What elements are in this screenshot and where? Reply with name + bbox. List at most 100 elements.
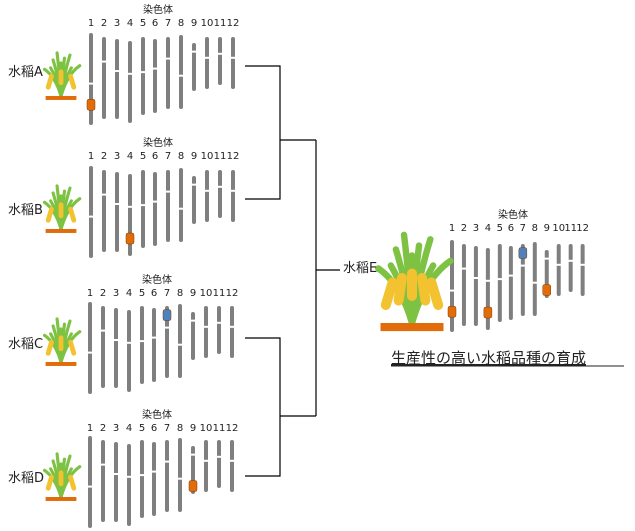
chromosome-number: 5 (140, 151, 146, 162)
centromere (127, 205, 133, 208)
chromosome-8 (179, 35, 183, 109)
centromere (177, 343, 183, 346)
chromosome-number: 9 (544, 223, 550, 234)
gene-marker-orange (86, 98, 96, 111)
rice-grain (45, 339, 54, 356)
centromere (127, 72, 133, 75)
centromere (87, 351, 93, 354)
chromosome-number: 5 (139, 288, 145, 299)
centromere (114, 203, 120, 205)
rice-grain (417, 273, 431, 306)
centromere (449, 289, 455, 292)
centromere (88, 82, 94, 85)
centromere (217, 185, 223, 188)
chromosome-12 (231, 37, 235, 89)
chromosome-10 (205, 170, 209, 222)
chromosome-1 (88, 436, 92, 528)
chromosome-header: 染色体 (498, 208, 528, 221)
centromere (191, 183, 197, 186)
centromere (178, 207, 184, 210)
chromosome-11 (217, 440, 221, 488)
chromosome-2 (101, 306, 105, 388)
chromosome-1 (450, 240, 454, 332)
rice-grain (45, 474, 54, 491)
rice-grain (68, 206, 77, 223)
chromosome-number: 12 (227, 151, 240, 162)
chromosome-number: 3 (114, 18, 120, 29)
chromosome-header: 染色体 (142, 273, 172, 286)
chromosome-number: 7 (164, 423, 170, 434)
bracket-C-D (245, 337, 281, 477)
chromosome-5 (141, 170, 145, 248)
centromere (229, 325, 235, 328)
centromere (203, 325, 209, 328)
chromosome-number: 7 (164, 288, 170, 299)
chromosome-number: 2 (101, 151, 107, 162)
chromosome-7 (165, 440, 169, 512)
centromere (532, 281, 538, 284)
centromere (126, 341, 132, 344)
chromosome-number: 5 (139, 423, 145, 434)
centromere (152, 200, 158, 203)
chromosome-5 (497, 244, 502, 322)
centromere (101, 60, 107, 63)
chromosome-number: 1 (88, 18, 94, 29)
centromere (204, 56, 210, 59)
variety-label-A: 水稲A (8, 65, 43, 80)
centromere (178, 74, 184, 77)
gene-marker-orange (125, 232, 135, 245)
rice-grain (68, 73, 77, 90)
chromosome-5 (140, 306, 144, 384)
chromosome-number: 1 (87, 288, 93, 299)
chromosome-number: 12 (226, 288, 239, 299)
chromosome-3 (473, 246, 478, 326)
chromosome-2 (102, 170, 106, 252)
centromere (139, 340, 145, 343)
chromosome-number: 11 (213, 288, 226, 299)
chromosome-8 (178, 438, 182, 512)
chromosome-11 (218, 37, 222, 85)
chromosome-number: 5 (497, 223, 503, 234)
chromosome-number: 11 (564, 223, 577, 234)
chromosome-number: 1 (87, 423, 93, 434)
chromosome-number: 9 (191, 151, 197, 162)
chromosome-12 (231, 170, 235, 222)
centromere (203, 459, 209, 462)
rice-grain (380, 277, 398, 310)
centromere (544, 257, 550, 260)
chromosome-6 (152, 308, 156, 382)
chromosome-7 (166, 170, 170, 242)
chromosome-number: 6 (151, 288, 157, 299)
variety-label-B: 水稲B (8, 203, 43, 218)
centromere (126, 475, 132, 478)
centromere (461, 267, 467, 270)
chromosome-number: 12 (576, 223, 589, 234)
chromosome-number: 12 (226, 423, 239, 434)
crossing-bracket-lines (245, 65, 340, 477)
chromosome-number: 4 (127, 18, 133, 29)
chromosome-number: 6 (151, 423, 157, 434)
centromere (88, 215, 94, 218)
rice-plant-illustrations (42, 51, 454, 501)
chromosome-3 (114, 442, 118, 522)
rice-grain (426, 277, 444, 310)
chromosome-number: 1 (88, 151, 94, 162)
chromosome-3 (115, 39, 119, 119)
rice-grain (393, 273, 407, 306)
rice-grain (68, 339, 77, 356)
chromosome-number: 9 (190, 423, 196, 434)
chromosome-number: 6 (152, 18, 158, 29)
chromosome-number: 8 (177, 288, 183, 299)
chromosome-number: 7 (165, 18, 171, 29)
result-caption: 生産性の高い水稲品種の育成 (391, 349, 586, 367)
chromosome-number: 8 (178, 18, 184, 29)
chromosome-number: 9 (191, 18, 197, 29)
chromosome-7 (165, 306, 169, 378)
centromere (100, 329, 106, 332)
centromere (473, 277, 479, 279)
